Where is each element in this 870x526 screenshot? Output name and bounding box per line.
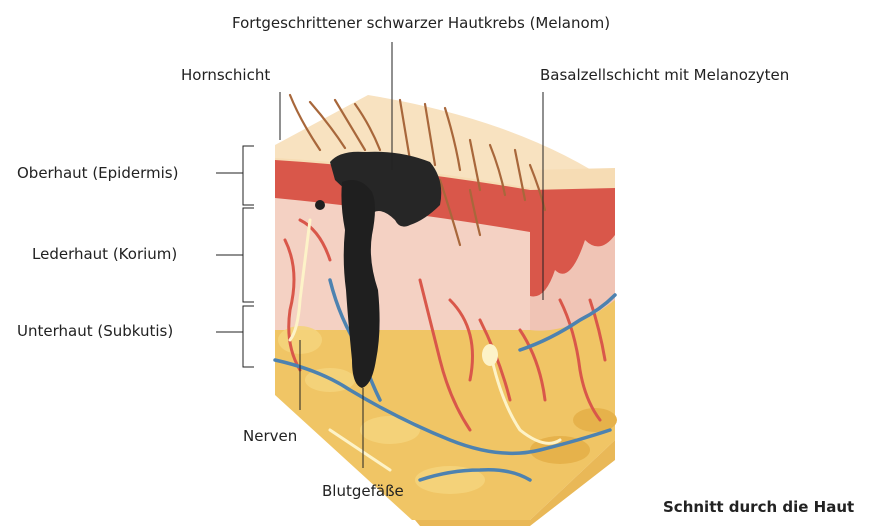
- label-oberhaut: Oberhaut (Epidermis): [17, 164, 178, 182]
- label-unterhaut: Unterhaut (Subkutis): [17, 322, 173, 340]
- diagram-caption: Schnitt durch die Haut: [663, 498, 854, 516]
- label-melanom: Fortgeschrittener schwarzer Hautkrebs (M…: [232, 14, 610, 32]
- label-hornschicht: Hornschicht: [181, 66, 270, 84]
- label-blutgefaesse: Blutgefäße: [322, 482, 404, 500]
- nerve-ending: [482, 344, 498, 366]
- label-lederhaut: Lederhaut (Korium): [32, 245, 177, 263]
- label-basalzellschicht: Basalzellschicht mit Melanozyten: [540, 66, 789, 84]
- label-nerven: Nerven: [243, 427, 297, 445]
